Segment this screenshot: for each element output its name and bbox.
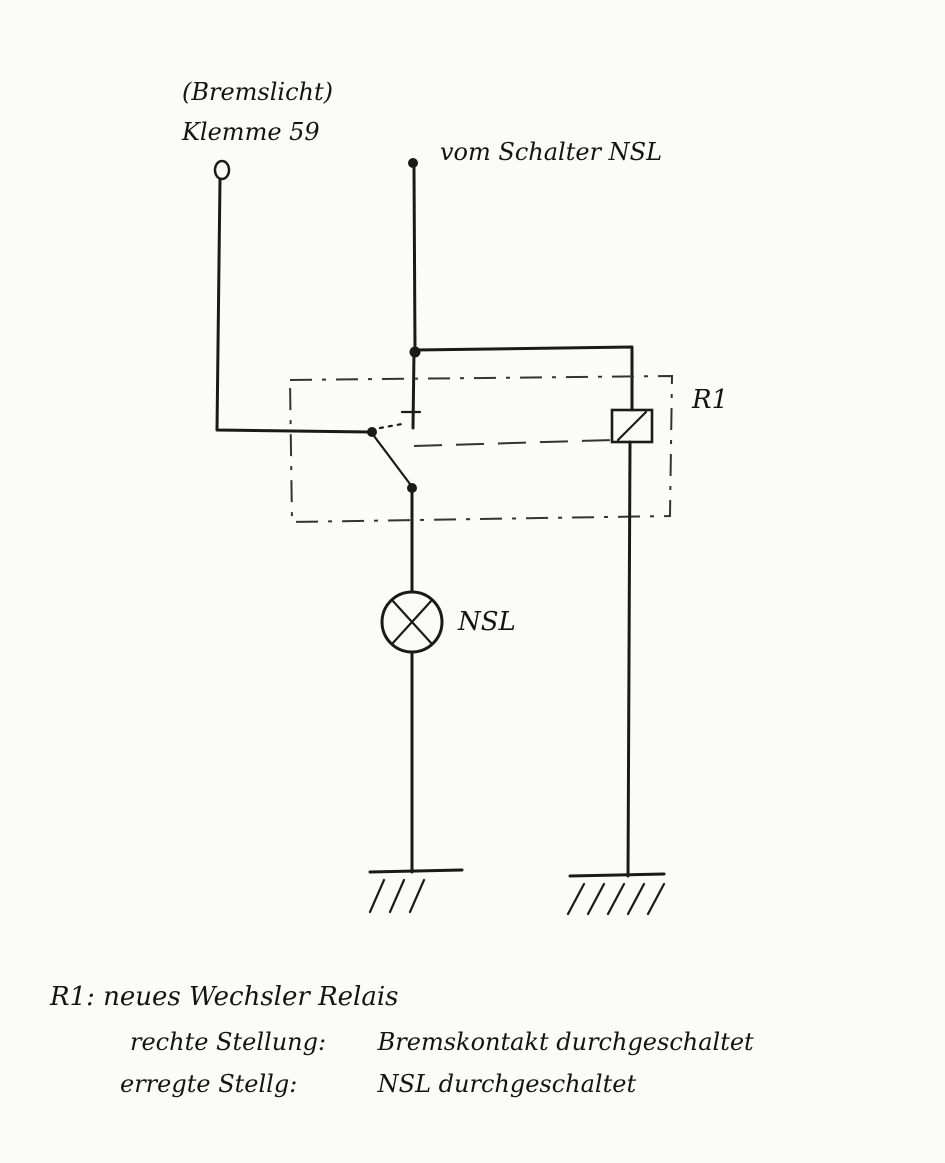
relay-switch-arm [372, 434, 412, 486]
wire-coil-to-ground [626, 440, 632, 878]
ground-symbol-left [368, 868, 464, 914]
relay-r1-housing [288, 374, 674, 524]
relay-arm-alt-position [378, 422, 404, 430]
terminal-59-connector [213, 159, 231, 181]
note-line-2: rechte Stellung: Bremskontakt durchgesch… [130, 1028, 754, 1056]
relay-output-contact [407, 483, 417, 493]
lamp-filament-cross [390, 598, 434, 646]
relay-mechanical-link [413, 439, 613, 447]
relay-coil [610, 408, 654, 444]
note-line-1-text: neues Wechsler Relais [103, 982, 399, 1012]
note-line-1: R1: neues Wechsler Relais [50, 982, 399, 1012]
note-line-3-key: erregte Stellg: [120, 1070, 298, 1098]
switch-source-connector [408, 158, 418, 168]
note-line-3-text: NSL durchgeschaltet [377, 1070, 637, 1098]
relay-common-contact [367, 427, 377, 437]
label-terminal-59: Klemme 59 [181, 118, 320, 146]
relay-coil-stroke [616, 410, 648, 442]
wire-to-relay-nc-contact [411, 350, 416, 430]
note-line-3: erregte Stellg: NSL durchgeschaltet [120, 1070, 636, 1098]
note-line-2-text: Bremskontakt durchgeschaltet [377, 1028, 754, 1056]
wire-terminal-59-to-relay-contact [215, 177, 372, 434]
ground-symbol-right [566, 872, 666, 916]
wire-switch-source-down [412, 166, 417, 352]
label-brake-light: (Bremslicht) [182, 78, 333, 106]
label-lamp-nsl: NSL [457, 607, 516, 637]
wire-to-relay-coil [414, 345, 634, 412]
label-switch-source: vom Schalter NSL [440, 138, 662, 166]
note-line-2-key: rechte Stellung: [130, 1028, 327, 1056]
label-relay-r1: R1 [691, 385, 728, 415]
note-line-1-key: R1: [50, 982, 95, 1012]
